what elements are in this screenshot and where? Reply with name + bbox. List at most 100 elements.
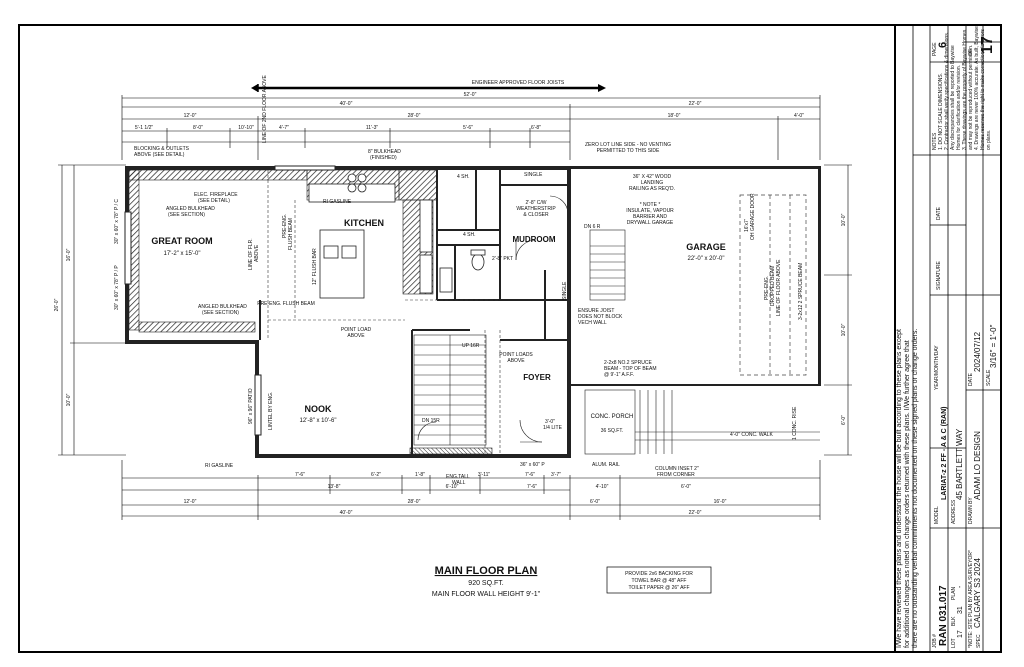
dim-top-detail-5: 11'-3" xyxy=(366,125,379,131)
drawn-value: ADAM LO DESIGN xyxy=(973,431,982,500)
date-heading: YEAR/MONTH/DAY xyxy=(934,345,940,390)
blk-label: BLK xyxy=(951,616,957,626)
label-eng-tall-wall-2: WALL xyxy=(452,480,466,486)
disclaimer-line-1: I/We have reviewed these plans and under… xyxy=(896,329,903,648)
room-great-room-size: 17'-2" x 15'-0" xyxy=(164,251,201,257)
label-line-of-floor-above-2: LINE OF FLOOR ABOVE xyxy=(776,259,782,316)
dim-top-garage: 22'-0" xyxy=(689,101,702,107)
label-blocking: BLOCKING & OUTLETS xyxy=(134,146,190,152)
engineer-joist-note: ENGINEER APPROVED FLOOR JOISTS xyxy=(472,80,565,86)
dim-bottom-detail-11: 7'-6" xyxy=(527,484,537,490)
dim-bottom-detail-1: 7'-6" xyxy=(295,472,305,478)
label-angled-bulkhead-2: (SEE SECTION) xyxy=(168,212,205,218)
dim-top-detail-2: 8'-0" xyxy=(193,125,203,131)
dim-right-seg-2: 10'-0" xyxy=(841,323,847,336)
bottom-dimensions xyxy=(121,460,821,520)
stairs xyxy=(413,229,626,446)
dim-bottom-seg-3: 6'-0" xyxy=(590,499,600,505)
note-6: and may not be reproduced without permis… xyxy=(968,45,974,150)
right-dimensions xyxy=(824,164,852,456)
plan-value: - xyxy=(957,585,964,588)
label-window-1: 30" x 60" x 78" P / C xyxy=(114,199,120,244)
dim-bottom-detail-10: 6'-10" xyxy=(446,484,459,490)
label-four-sh-2: 4 SH. xyxy=(463,232,476,238)
signature-label: SIGNATURE xyxy=(936,261,942,290)
label-window-2: 30" x 60" x 78" P / P xyxy=(114,265,120,310)
label-patio: 96" x 96" PATIO xyxy=(248,388,254,424)
label-note-1: INSULATE, VAPOUR xyxy=(626,208,674,214)
date-label: DATE xyxy=(968,372,974,386)
dim-top-detail-1: 5'-1 1/2" xyxy=(135,125,154,131)
label-front-door: 36" x 60" P xyxy=(520,462,545,468)
engineer-joist-arrow: ENGINEER APPROVED FLOOR JOISTS xyxy=(251,80,606,92)
label-bulkhead-2: (FINISHED) xyxy=(370,155,397,161)
job-value: RAN 031.017 xyxy=(938,585,949,646)
dim-bottom-detail-2: 6'-2" xyxy=(371,472,381,478)
label-lite-2: 1/4 LITE xyxy=(543,425,563,431)
plan-wall-height: MAIN FLOOR WALL HEIGHT 9'-1" xyxy=(432,591,541,598)
dim-top-detail-3: 10'-10" xyxy=(238,125,254,131)
dim-top-seg-2: 28'-0" xyxy=(408,113,421,119)
dim-right-seg-1: 10'-0" xyxy=(841,213,847,226)
dim-bottom-seg-2: 28'-0" xyxy=(408,499,421,505)
label-landing: 36" X 42" WOOD xyxy=(633,174,672,180)
label-landing-3: RAILING AS REQ'D. xyxy=(629,186,675,192)
spec-label: SPEC xyxy=(976,634,982,648)
label-landing-2: LANDING xyxy=(641,180,663,186)
drawn-label: DRAWN BY xyxy=(968,497,974,524)
label-four-sh: 4 SH. xyxy=(457,174,470,180)
note-9: on plans. xyxy=(986,130,992,150)
thin-lines xyxy=(267,170,501,454)
note-8: Homes reserves the right to make correct… xyxy=(980,29,986,150)
dim-left-seg-1: 16'-0" xyxy=(66,248,72,261)
note-1: 1. DO NOT SCALE DIMENSIONS. xyxy=(938,73,944,150)
dim-left-seg-2: 10'-0" xyxy=(66,393,72,406)
dim-bottom-detail-5: 7'-6" xyxy=(525,472,535,478)
label-lite: 3'-0" xyxy=(545,419,555,425)
plan-area: 920 SQ.FT. xyxy=(468,580,503,587)
dim-left-overall: 26'-0" xyxy=(54,298,60,311)
label-pre-eng-girder: PRE-ENG. xyxy=(764,276,770,300)
label-pre-eng-girder-2: DROPPED BEAM xyxy=(770,266,776,306)
dim-bottom-detail-7: 4'-10" xyxy=(596,484,609,490)
dim-bottom-garage: 22'-0" xyxy=(689,510,702,516)
disclaimer-line-2: for additional changes as noted on chang… xyxy=(904,340,911,648)
windows xyxy=(124,165,336,436)
label-elec-fireplace: ELEC. FIREPLACE xyxy=(194,192,238,198)
address-value: 45 BARTLETT WAY xyxy=(955,428,964,500)
dim-top-detail-6: 5'-6" xyxy=(463,125,473,131)
label-eng-tall-wall: ENG.TALL xyxy=(446,474,470,480)
dim-right-seg-3: 6'-0" xyxy=(841,415,847,425)
model-label: MODEL xyxy=(934,506,940,524)
dim-top-seg-4: 4'-0" xyxy=(794,113,804,119)
notes-heading: NOTES xyxy=(932,132,938,150)
lot-value: 17 xyxy=(957,630,964,638)
label-weatherstrip-2: WEATHERSTRIP xyxy=(516,206,556,212)
blk-value: 31 xyxy=(957,606,964,614)
label-line-of-flr: LINE OF FLR. xyxy=(248,238,254,270)
address-label: ADDRESS xyxy=(951,499,957,524)
scale-label: SCALE xyxy=(986,369,992,386)
label-point-load-3: POINT LOADS xyxy=(499,352,533,358)
room-nook-name: NOOK xyxy=(305,404,333,414)
scale-value: 3/16" = 1'-0" xyxy=(989,324,998,368)
label-line-of-flr-2: ABOVE xyxy=(254,244,260,262)
room-kitchen-name: KITCHEN xyxy=(344,218,384,228)
sheet-border xyxy=(18,24,1002,653)
room-porch-name: CONC. PORCH xyxy=(591,414,634,420)
zero-lot-note-1: ZERO LOT LINE SIDE - NO VENTING xyxy=(585,142,671,148)
of-value: 17 xyxy=(979,36,996,54)
dim-top-detail-7: 6'-8" xyxy=(531,125,541,131)
label-ri-gasline-2: RI GASLINE xyxy=(205,463,234,469)
label-point-load: POINT LOAD xyxy=(341,327,372,333)
label-column: COLUMN INSET 2" xyxy=(655,466,699,472)
label-ensure-joist-3: VECH WALL xyxy=(578,320,607,326)
page-value: 6 xyxy=(937,42,949,48)
label-lintel: LINTEL BY ENG. xyxy=(268,392,274,430)
label-angled-bulkhead-b: ANGLED BULKHEAD xyxy=(198,304,247,310)
dim-bottom-seg-4: 16'-0" xyxy=(714,499,727,505)
annotations: BLOCKING & OUTLETS ABOVE (SEE DETAIL) LI… xyxy=(114,75,804,486)
site-note: *NOTE: SITE PLAN BY AREA SURVEYOR* xyxy=(968,550,974,648)
